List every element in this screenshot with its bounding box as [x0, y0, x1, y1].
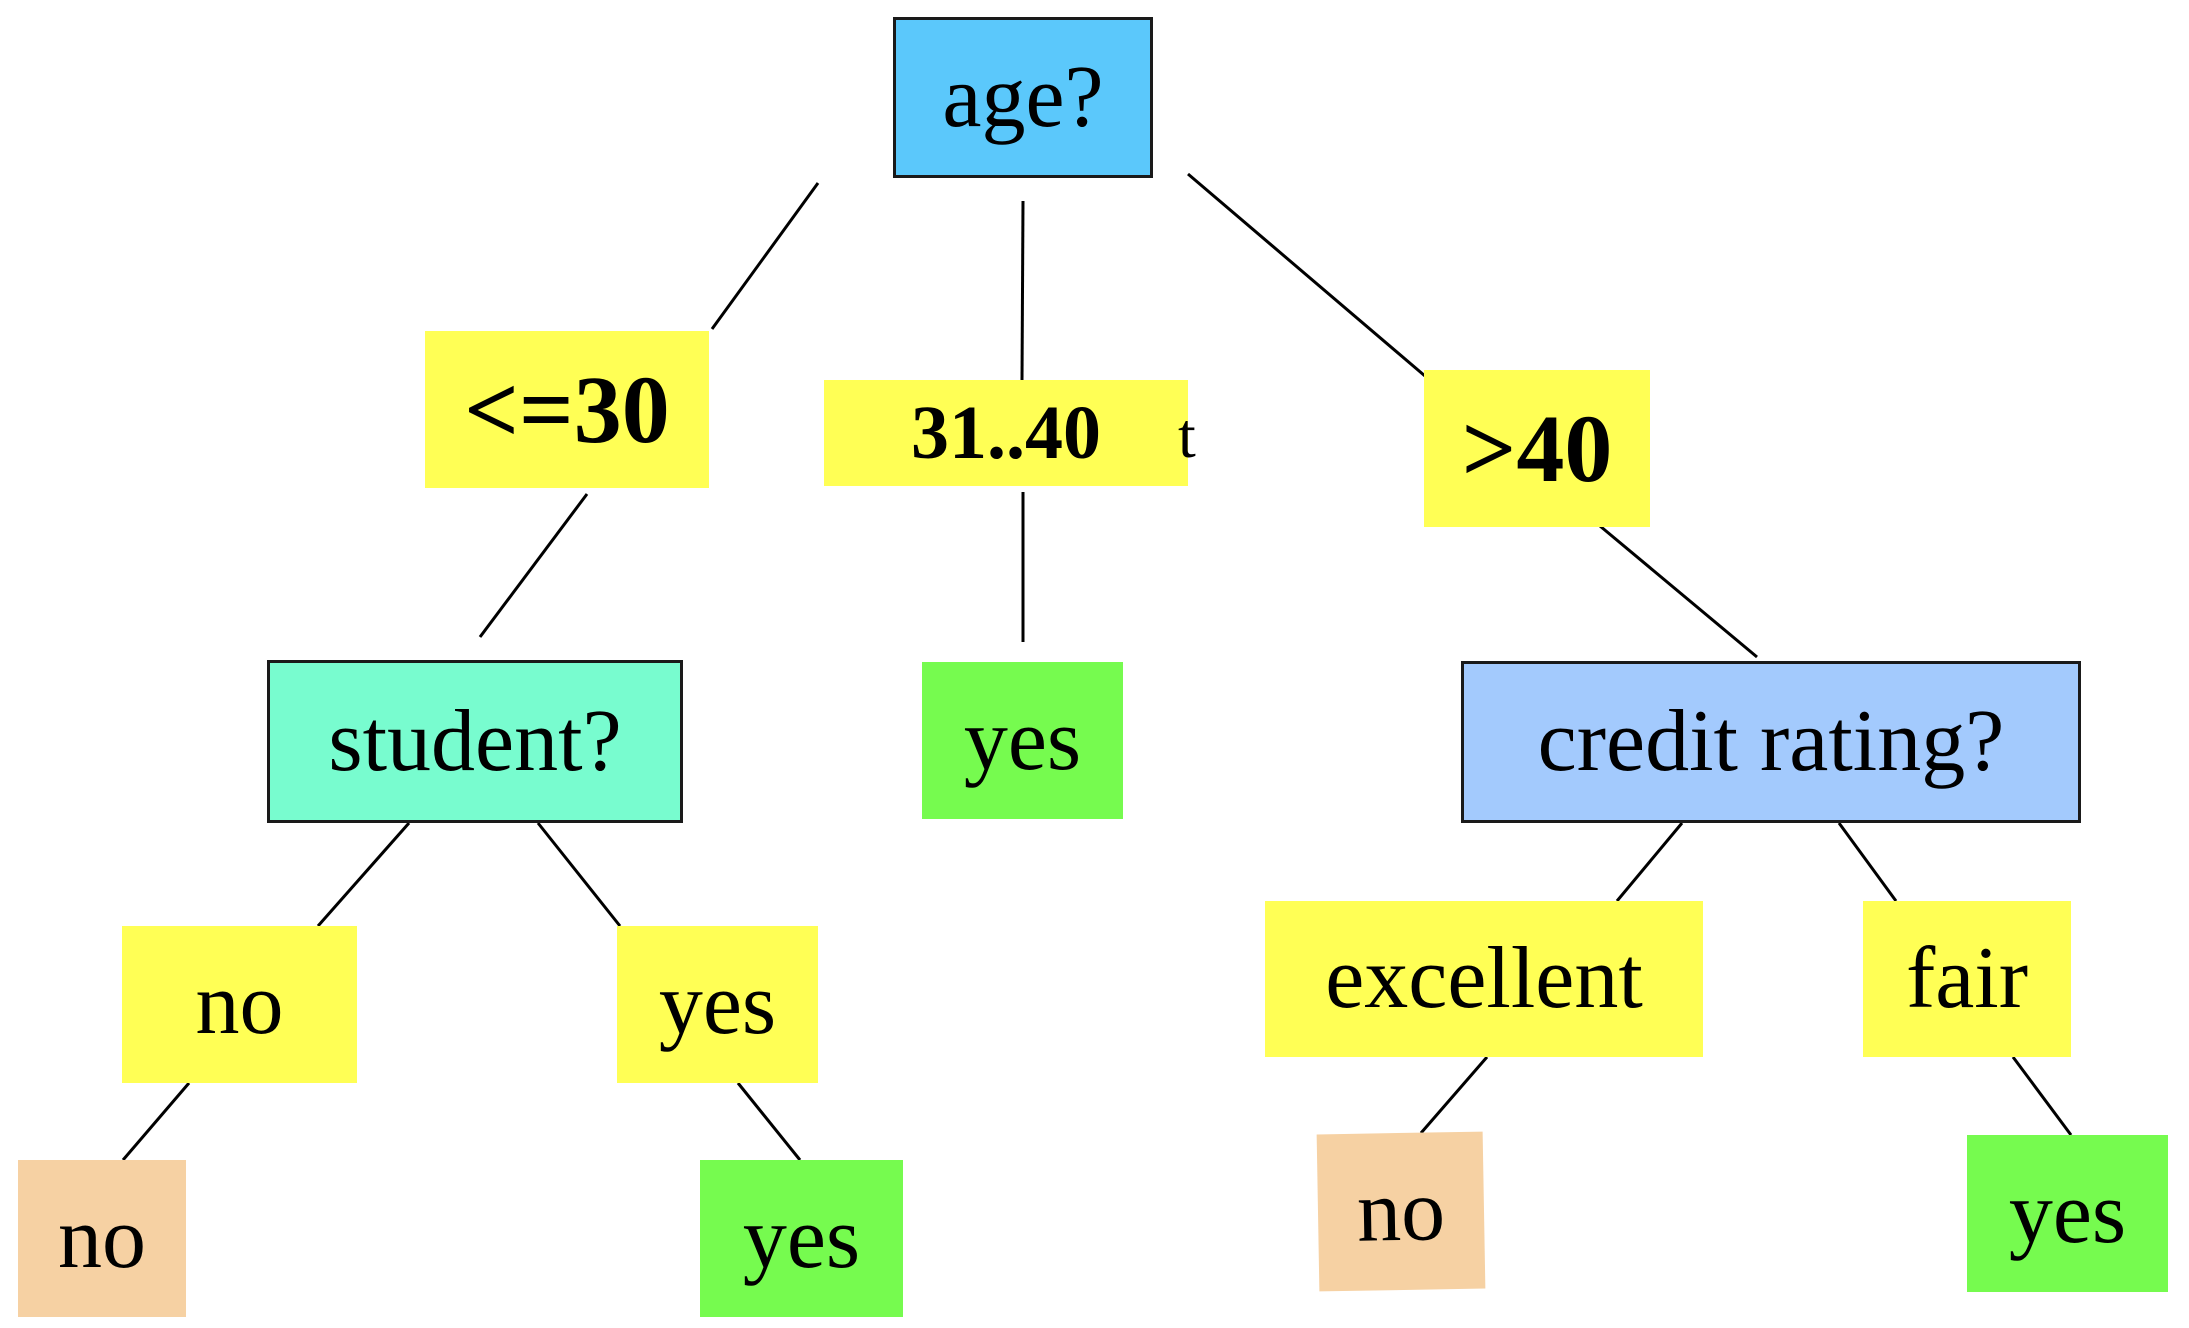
branch-label-age-le30: <=30 [425, 331, 709, 488]
age-node: age? [893, 17, 1153, 178]
branch-label-age-31-40: 31..40 [824, 380, 1188, 486]
student-node: student? [267, 660, 683, 823]
leaf-no-student-no: no [18, 1160, 186, 1317]
edge-root-3140 [1020, 200, 1025, 381]
edge-le30-student [478, 493, 589, 638]
leaf-no-credit-excellent: no [1316, 1131, 1486, 1292]
leaf-yes-student-yes: yes [700, 1160, 903, 1317]
edge-credit-excellent [1615, 822, 1684, 902]
edge-credit-fair [1837, 822, 1898, 902]
leaf-yes-credit-fair: yes [1967, 1135, 2168, 1292]
edge-no-leaf [121, 1082, 191, 1161]
edge-root-gt40 [1187, 172, 1426, 378]
edge-gt40-credit [1599, 524, 1758, 659]
branch-label-student-yes: yes [617, 926, 818, 1083]
branch-label-student-no: no [122, 926, 357, 1083]
branch-label-age-gt40: >40 [1424, 370, 1650, 527]
edge-fair-leaf [2011, 1056, 2073, 1136]
stray-text-mark: t [1178, 400, 1196, 471]
edge-yes-leaf [736, 1082, 802, 1161]
edge-excellent-leaf [1419, 1056, 1489, 1134]
credit-rating-node: credit rating? [1461, 661, 2081, 823]
edge-root-le30-upper [710, 182, 820, 330]
branch-label-credit-excellent: excellent [1265, 901, 1703, 1057]
edge-student-no [316, 822, 411, 927]
edge-student-yes [536, 822, 622, 927]
branch-label-credit-fair: fair [1863, 901, 2071, 1057]
leaf-yes-age-31-40: yes [922, 662, 1123, 819]
